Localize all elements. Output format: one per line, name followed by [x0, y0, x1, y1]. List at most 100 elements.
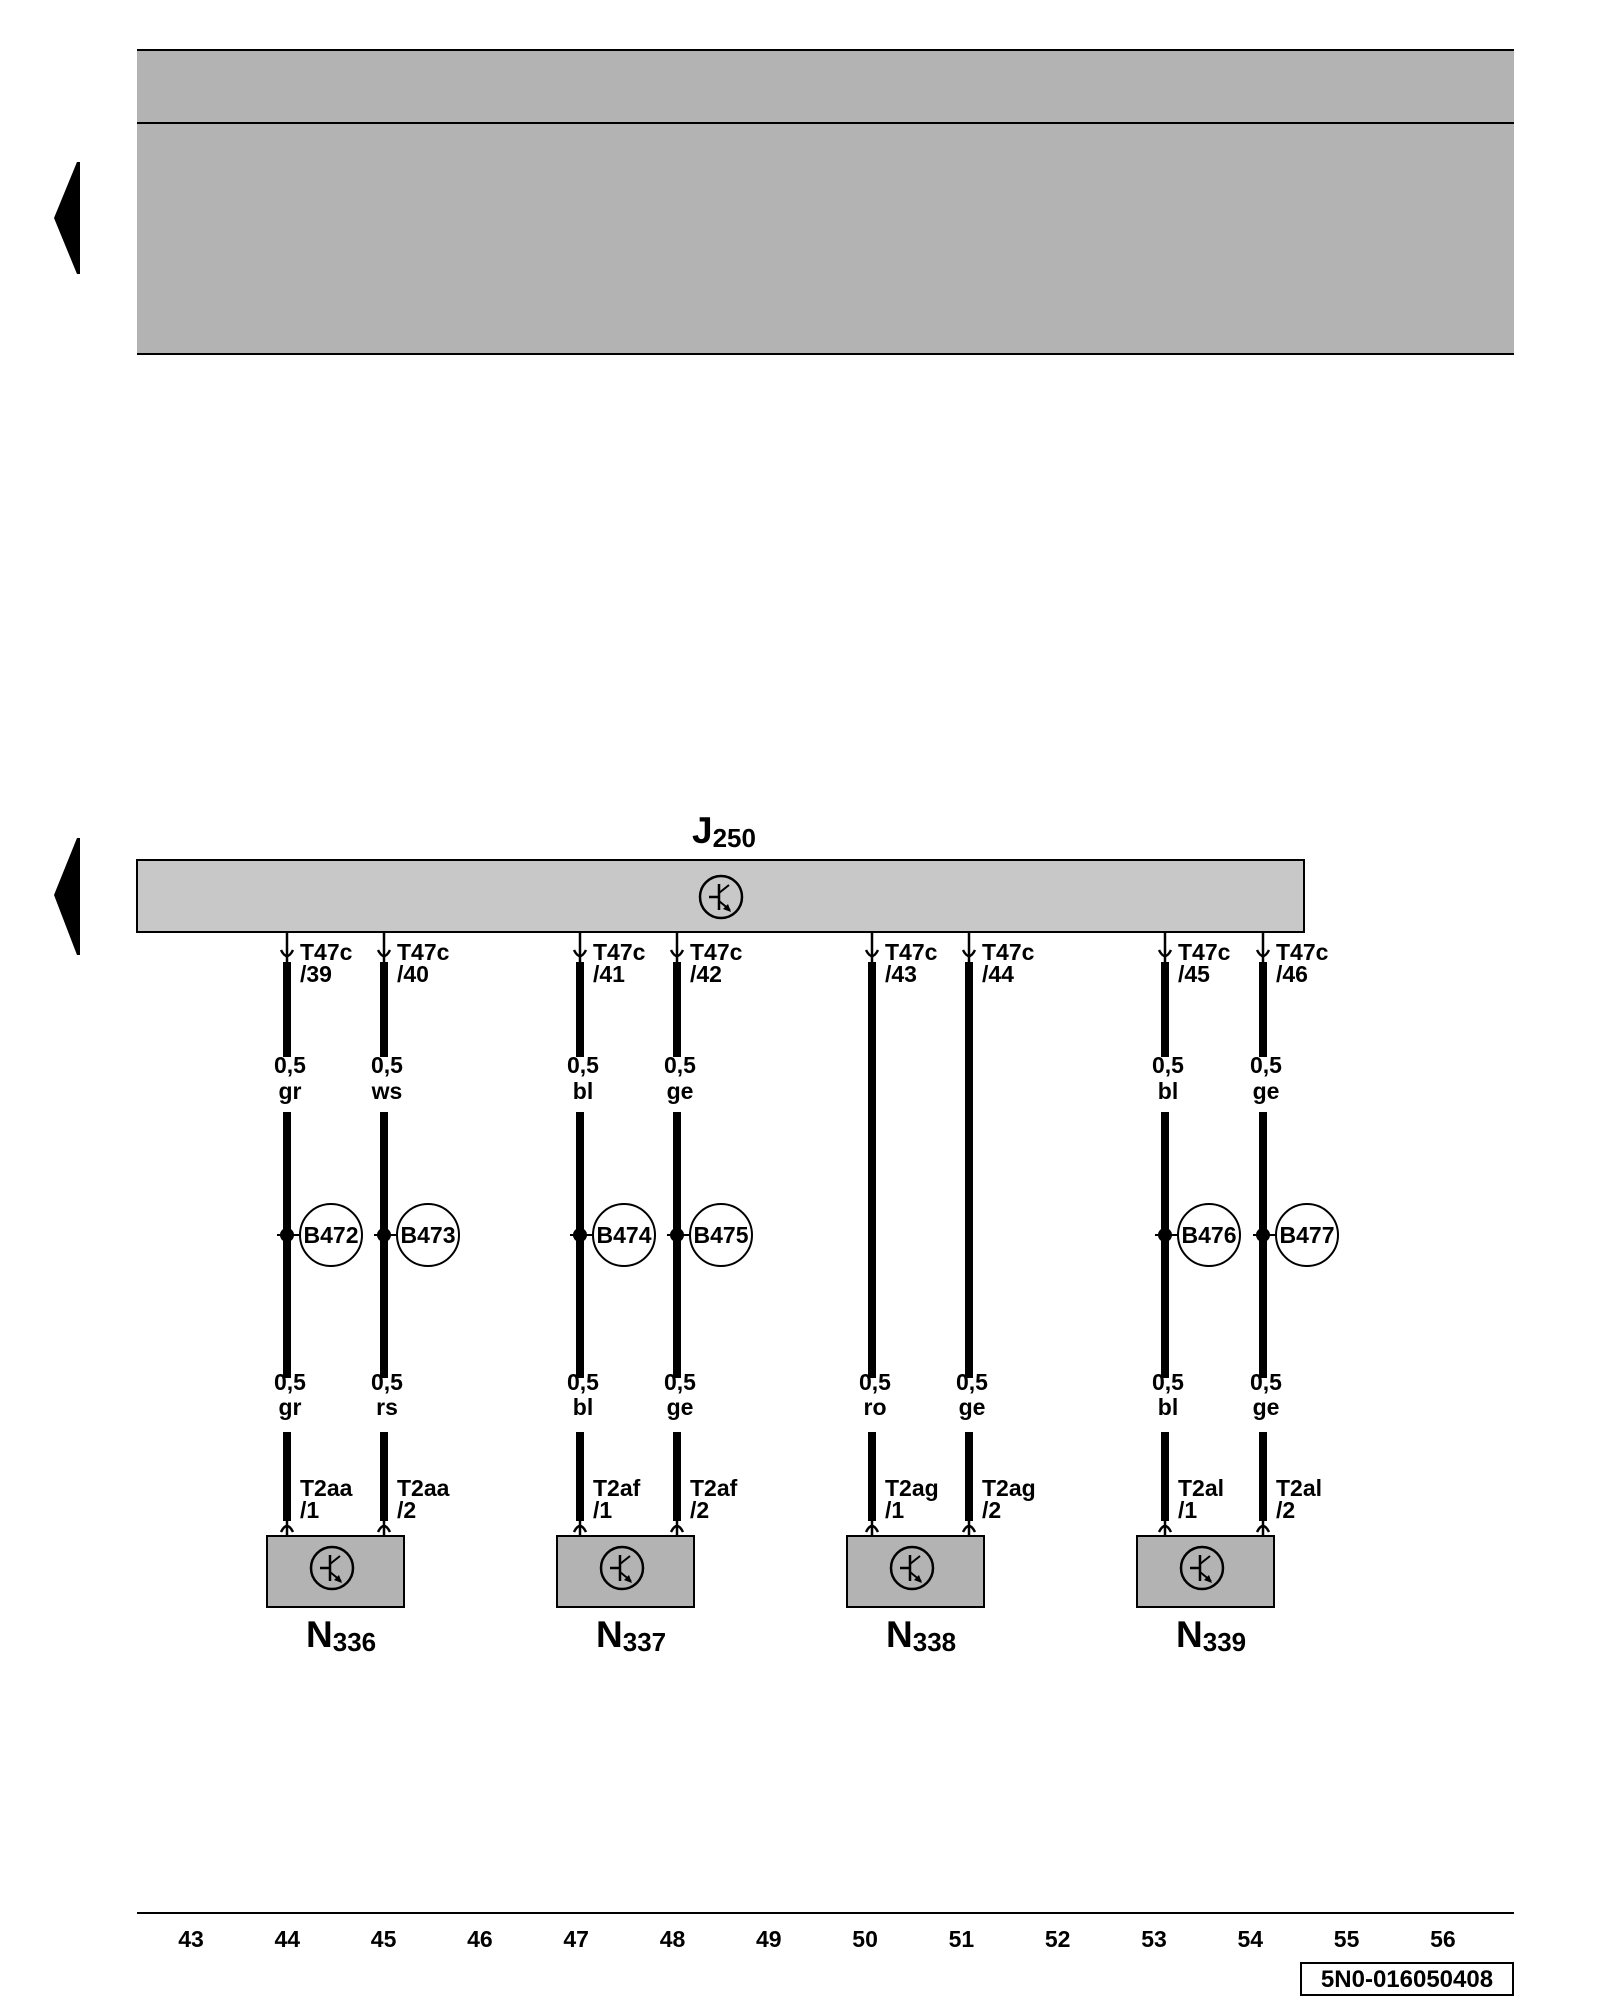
component-label: N337 — [596, 1614, 666, 1657]
components: N336 N337 N338 N339 — [266, 1535, 1275, 1657]
connector-label-top: T47c — [397, 939, 450, 965]
splice-label: B474 — [597, 1222, 652, 1248]
pin-label-top: /40 — [397, 961, 429, 987]
connector-label-bottom: T2al — [1276, 1475, 1322, 1501]
connector-pin-top — [669, 932, 685, 962]
wire-size-bottom: 0,5 — [859, 1369, 891, 1395]
wire-size-bottom: 0,5 — [274, 1369, 306, 1395]
splice-b473: B473 — [374, 1203, 460, 1267]
connector-label-top: T47c — [1276, 939, 1329, 965]
wire-size-top: 0,5 — [1152, 1052, 1184, 1078]
connector-pin-top — [864, 932, 880, 962]
wire-size-bottom: 0,5 — [371, 1369, 403, 1395]
track-number: 52 — [1045, 1926, 1071, 1952]
wire-size-top: 0,5 — [567, 1052, 599, 1078]
connector-label-top: T47c — [885, 939, 938, 965]
electronic-symbol-icon — [599, 1545, 645, 1591]
wire-color-top: ge — [1253, 1078, 1280, 1104]
pin-label-top: /45 — [1178, 961, 1210, 987]
connector-label-top: T47c — [1178, 939, 1231, 965]
wire-color-top: gr — [279, 1078, 302, 1104]
splice-label: B475 — [694, 1222, 749, 1248]
connector-label-bottom: T2aa — [300, 1475, 353, 1501]
component-n338: N338 — [846, 1535, 985, 1657]
connector-label-bottom: T2aa — [397, 1475, 450, 1501]
splice-b476: B476 — [1155, 1203, 1241, 1267]
splice-label: B472 — [304, 1222, 359, 1248]
pin-label-bottom: /2 — [690, 1497, 709, 1523]
pin-label-top: /41 — [593, 961, 625, 987]
wires: T47c/390,5grB4720,5grT2aa/1T47c/400,5wsB… — [274, 932, 1339, 1542]
pin-label-bottom: /1 — [593, 1497, 612, 1523]
header-panel — [137, 49, 1514, 355]
connector-pin-top — [572, 932, 588, 962]
connector-pin-top — [279, 932, 295, 962]
connector-label-bottom: T2af — [593, 1475, 641, 1501]
pin-label-bottom: /1 — [885, 1497, 904, 1523]
wire-color-bottom: bl — [573, 1394, 593, 1420]
connector-label-top: T47c — [593, 939, 646, 965]
connector-pin-top — [961, 932, 977, 962]
track-number: 50 — [852, 1926, 878, 1952]
wire-color-bottom: gr — [279, 1394, 302, 1420]
control-unit-j250: J250 — [136, 810, 1305, 933]
wire-color-top: bl — [1158, 1078, 1178, 1104]
wire-size-top: 0,5 — [1250, 1052, 1282, 1078]
component-label: N336 — [306, 1614, 376, 1657]
wire-color-bottom: ro — [864, 1394, 887, 1420]
wire-color-top: ge — [667, 1078, 694, 1104]
electronic-symbol-icon — [1179, 1545, 1225, 1591]
splice-label: B473 — [401, 1222, 456, 1248]
wire-size-bottom: 0,5 — [1250, 1369, 1282, 1395]
track-number: 54 — [1238, 1926, 1264, 1952]
track-number: 45 — [371, 1926, 397, 1952]
connector-label-bottom: T2ag — [982, 1475, 1036, 1501]
connector-pin-top — [1255, 932, 1271, 962]
splice-label: B476 — [1182, 1222, 1237, 1248]
control-unit-label: J250 — [692, 810, 756, 853]
connector-label-top: T47c — [300, 939, 353, 965]
component-label: N338 — [886, 1614, 956, 1657]
wire-color-bottom: ge — [667, 1394, 694, 1420]
wire-color-bottom: ge — [959, 1394, 986, 1420]
wire-color-bottom: bl — [1158, 1394, 1178, 1420]
connector-label-bottom: T2al — [1178, 1475, 1224, 1501]
component-n336: N336 — [266, 1535, 405, 1657]
track-number: 51 — [949, 1926, 975, 1952]
pin-label-bottom: /2 — [1276, 1497, 1295, 1523]
component-n339: N339 — [1136, 1535, 1275, 1657]
track-number: 46 — [467, 1926, 493, 1952]
component-label: N339 — [1176, 1614, 1246, 1657]
connector-label-top: T47c — [690, 939, 743, 965]
track-number: 44 — [275, 1926, 301, 1952]
pin-label-top: /46 — [1276, 961, 1308, 987]
pin-label-bottom: /2 — [397, 1497, 416, 1523]
wire-size-top: 0,5 — [274, 1052, 306, 1078]
pin-label-bottom: /2 — [982, 1497, 1001, 1523]
wire-color-bottom: ge — [1253, 1394, 1280, 1420]
pin-label-top: /39 — [300, 961, 332, 987]
electronic-symbol-icon — [698, 874, 744, 920]
wire-size-top: 0,5 — [664, 1052, 696, 1078]
pin-label-top: /43 — [885, 961, 917, 987]
wire-size-top: 0,5 — [371, 1052, 403, 1078]
track-number: 56 — [1430, 1926, 1456, 1952]
track-number: 55 — [1334, 1926, 1360, 1952]
page-marker-arrow-icon — [54, 162, 80, 274]
connector-pin-top — [1157, 932, 1173, 962]
wire-size-bottom: 0,5 — [1152, 1369, 1184, 1395]
track-number: 53 — [1141, 1926, 1167, 1952]
pin-label-bottom: /1 — [300, 1497, 319, 1523]
wire-color-top: ws — [371, 1078, 403, 1104]
track-number: 47 — [563, 1926, 589, 1952]
wire-size-bottom: 0,5 — [567, 1369, 599, 1395]
